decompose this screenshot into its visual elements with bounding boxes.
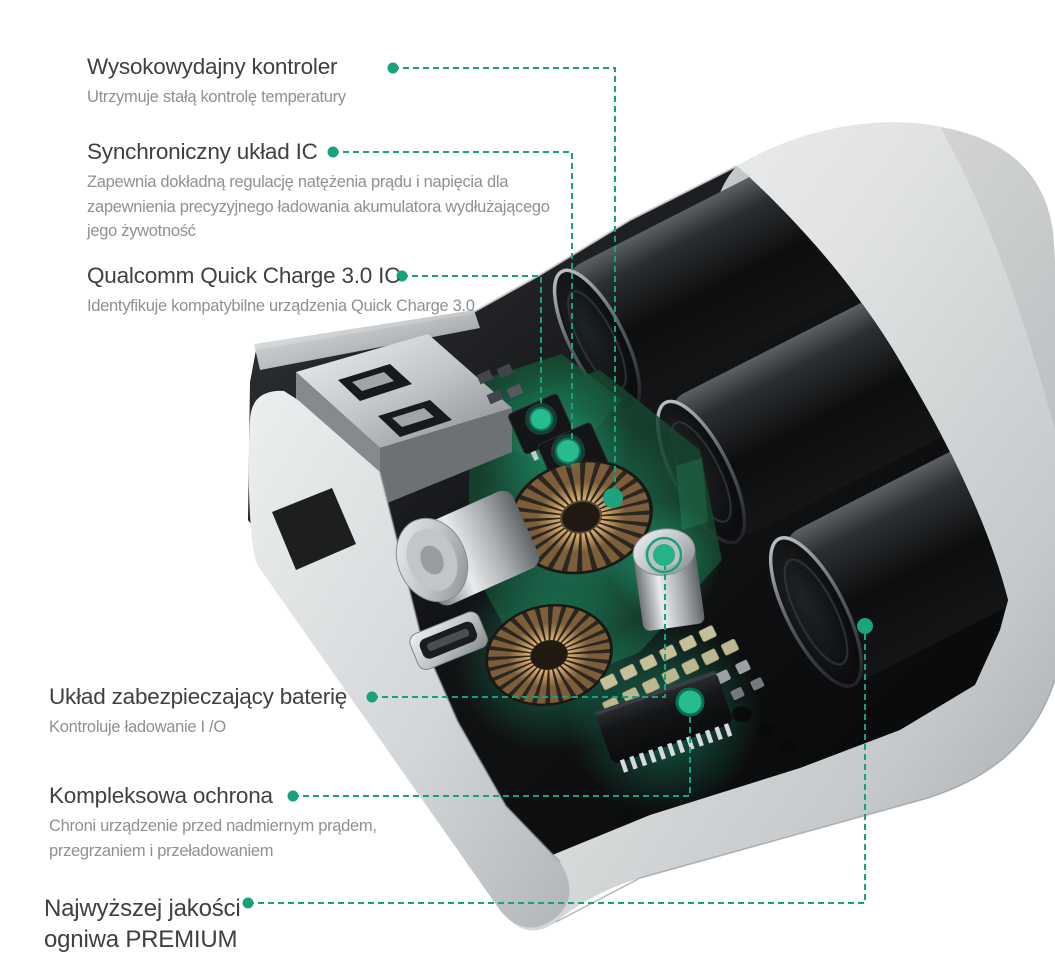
smd-cluster [476, 363, 524, 405]
callout-start-dot [366, 691, 378, 703]
callout-start-dot [387, 62, 399, 74]
callout-premium-cells: Najwyższej jakości ogniwa PREMIUM [44, 893, 241, 955]
callout-start-dot [242, 897, 254, 909]
callout-line-premium-cells [248, 630, 866, 904]
callout-start-dot [327, 146, 339, 158]
callout-title: Synchroniczny układ IC [87, 139, 318, 164]
callout-description: Kontroluje ładowanie I /O [49, 718, 226, 736]
tray-edge-beam [254, 310, 480, 370]
callout-description: Zapewnia dokładną regulację natężenia pr… [87, 173, 550, 240]
usb-a-port [296, 334, 512, 506]
callout-title: Układ zabezpieczający baterię [49, 684, 348, 709]
callout-line-protection [293, 708, 691, 797]
callout-start-dot [396, 270, 408, 282]
callout-description: Chroni urządzenie przed nadmiernym prąde… [49, 817, 377, 860]
callout-description: Identyfikuje kompatybilne urządzenia Qui… [87, 297, 475, 315]
shell-bottom-edge [555, 679, 1055, 923]
callout-qc-ic: Qualcomm Quick Charge 3.0 IC Identyfikuj… [87, 262, 475, 319]
toroidal-coil-large [509, 459, 653, 575]
shell-end-cap-shading [940, 127, 1055, 430]
micro-usb-port [409, 611, 488, 670]
front-face-slot [272, 488, 356, 570]
callout-line-sync-ic [333, 151, 573, 445]
battery-cell-3 [768, 410, 1008, 688]
callout-controller: Wysokowydajny kontroler Utrzymuje stałą … [87, 53, 346, 110]
capacitor-left [395, 490, 540, 606]
callout-title: Najwyższej jakości ogniwa PREMIUM [44, 895, 241, 953]
callout-protection: Kompleksowa ochrona Chroni urządzenie pr… [49, 782, 377, 863]
shell-rim-highlight [469, 165, 738, 315]
callout-line-qc-ic [402, 275, 542, 413]
callout-title: Wysokowydajny kontroler [87, 54, 338, 79]
callout-line-battery-protection [372, 560, 666, 698]
callout-title: Kompleksowa ochrona [49, 783, 273, 808]
callout-title: Qualcomm Quick Charge 3.0 IC [87, 263, 401, 288]
toroidal-coil-small [485, 603, 613, 707]
callout-sync-ic: Synchroniczny układ IC Zapewnia dokładną… [87, 138, 550, 244]
board-holes [732, 706, 796, 752]
callout-battery-protection: Układ zabezpieczający baterię Kontroluje… [49, 683, 347, 740]
callout-start-dot [287, 790, 299, 802]
callout-line-controller [393, 67, 616, 492]
callout-target-dots [525, 403, 873, 717]
callout-description: Utrzymuje stałą kontrolę temperatury [87, 88, 346, 106]
